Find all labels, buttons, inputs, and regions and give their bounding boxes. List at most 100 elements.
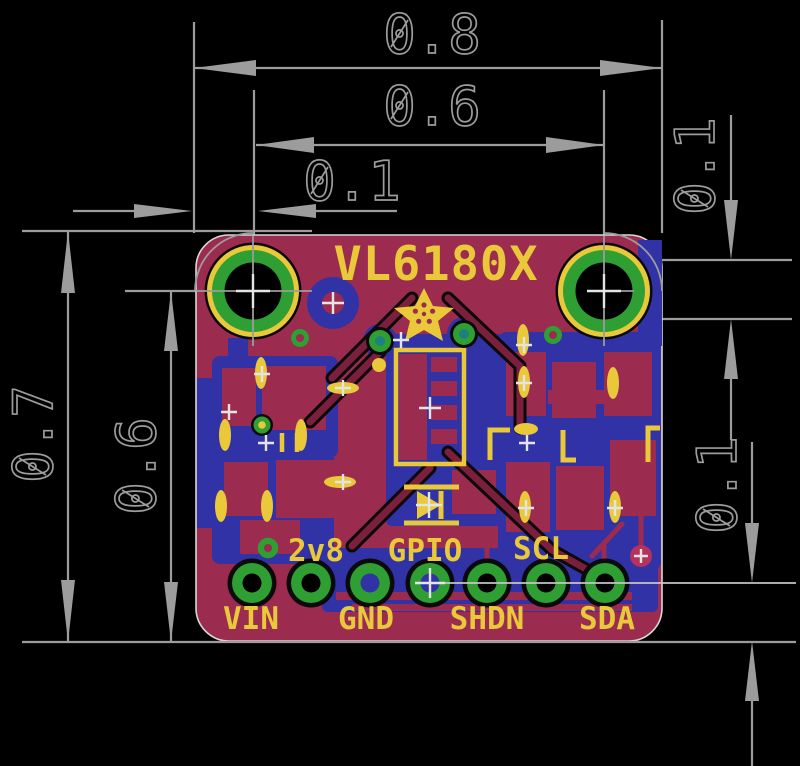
pad-hole xyxy=(242,573,262,593)
label-via-ring xyxy=(257,537,279,559)
dimension-arrow xyxy=(600,60,662,76)
plane-region xyxy=(228,338,248,364)
star-cutout xyxy=(416,318,422,324)
copper-pad xyxy=(548,390,604,404)
pad-hole xyxy=(360,573,380,593)
zero-slash xyxy=(390,19,409,48)
origin-cross xyxy=(236,274,270,308)
silk-bracket xyxy=(645,425,660,462)
copper-pad xyxy=(224,462,268,516)
origin-cross xyxy=(587,274,621,308)
dimension-text: 0.6 xyxy=(383,75,481,138)
pin-pad-vin xyxy=(227,558,277,608)
board-title: VL6180X xyxy=(333,237,538,292)
sensor-ic-outline xyxy=(393,347,467,467)
origin-cross xyxy=(335,380,351,396)
sensor-ic xyxy=(393,347,467,467)
star-cutout xyxy=(426,318,432,324)
dimension-label-hole-to-bottom: 0.6 xyxy=(104,416,169,515)
pin-row-edge-dimension: 0.1 xyxy=(685,435,759,766)
pin-label-sda: SDA xyxy=(579,601,635,637)
dimension-arrow xyxy=(194,60,256,76)
origin-cross xyxy=(322,292,344,314)
origin-cross xyxy=(518,500,534,516)
silk-bracket xyxy=(560,430,576,463)
corner-arc xyxy=(603,232,663,292)
dimension-text: 0.1 xyxy=(303,150,401,213)
pin-pad-gnd xyxy=(345,558,395,608)
test-pad xyxy=(607,367,619,399)
trace xyxy=(444,294,524,370)
trace xyxy=(348,464,434,550)
dimension-arrow xyxy=(134,204,192,218)
test-pad xyxy=(219,419,231,451)
star-center-dot xyxy=(421,311,427,317)
pin-pad-2v8 xyxy=(286,558,336,608)
dimension-text: 0.8 xyxy=(383,3,481,66)
dimension-arrow xyxy=(61,231,75,293)
ic-pin-pad xyxy=(431,381,457,396)
via-hole xyxy=(549,331,557,339)
dimension-arrow xyxy=(61,580,75,642)
origin-cross xyxy=(393,332,409,348)
star-cutout xyxy=(412,308,418,314)
origin-cross xyxy=(516,375,532,391)
dimension-label-board-width: 0.8 xyxy=(382,2,481,67)
origin-cross xyxy=(335,474,351,490)
dimension-arrow xyxy=(258,204,316,218)
origin-crosses xyxy=(221,274,648,598)
dimension-label-pin-row-to-edge: 0.1 xyxy=(685,435,750,534)
origin-cross xyxy=(607,500,623,516)
star-cutout xyxy=(430,308,436,314)
test-pad xyxy=(295,419,307,451)
trace xyxy=(589,521,625,559)
dimension-label-hole-diameter: 0.1 xyxy=(663,116,728,215)
pin-label-vin: VIN xyxy=(223,601,279,637)
zero-slash xyxy=(390,91,409,120)
dimension-text: 0.1 xyxy=(664,117,727,215)
origin-cross xyxy=(415,568,445,598)
origin-cross xyxy=(516,337,532,353)
pin-label-gpio: GPIO xyxy=(388,533,463,569)
dimension-label-hole-edge-offset: 0.1 xyxy=(302,149,401,214)
copper-pad xyxy=(276,460,334,518)
dimension-arrow xyxy=(164,291,178,351)
origin-cross xyxy=(519,435,535,451)
dimension-arrow xyxy=(745,523,759,583)
pin-label-shdn: SHDN xyxy=(450,601,525,637)
test-pad xyxy=(261,490,273,522)
silk-dot xyxy=(372,358,386,372)
via-hole xyxy=(459,329,469,339)
dimension-text: 0.7 xyxy=(2,385,65,483)
dimension-label-hole-spacing: 0.6 xyxy=(382,74,481,139)
trace xyxy=(444,448,556,554)
zero-slash xyxy=(121,489,150,508)
origin-cross xyxy=(258,435,274,451)
pad-hole xyxy=(301,573,321,593)
pin-label-2v8: 2v8 xyxy=(288,533,344,569)
zero-slash xyxy=(310,166,329,195)
dimension-arrow xyxy=(724,319,738,379)
dimension-arrow xyxy=(745,641,759,701)
top-dimensions: 0.8 0.6 0.1 xyxy=(73,2,664,348)
pin-label-gnd: GND xyxy=(338,601,394,637)
dimension-arrow xyxy=(256,137,314,153)
via-hole xyxy=(258,421,266,429)
copper-pad xyxy=(222,368,256,426)
via-hole xyxy=(375,336,385,346)
ic-pin-pad xyxy=(431,357,457,372)
via-hole xyxy=(296,334,304,342)
zero-slash xyxy=(702,508,731,527)
test-pad xyxy=(215,490,227,522)
silkscreen-marks xyxy=(215,324,660,523)
dimension-label-board-height: 0.7 xyxy=(1,384,66,483)
star-cutout xyxy=(421,302,427,308)
dimension-text: 0.1 xyxy=(686,436,749,534)
plane-region xyxy=(197,378,214,528)
zero-slash xyxy=(18,457,47,476)
pin-label-scl: SCL xyxy=(513,531,569,567)
origin-cross xyxy=(419,397,441,419)
copper-pad xyxy=(556,466,604,530)
